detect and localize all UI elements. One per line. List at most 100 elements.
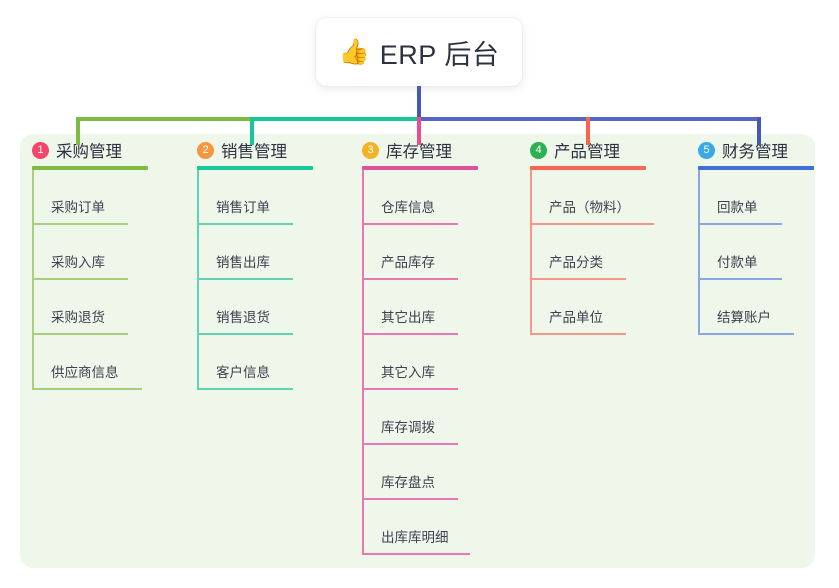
sub-item-rule bbox=[32, 223, 128, 225]
root-node[interactable]: 👍 ERP 后台 bbox=[316, 18, 522, 86]
sub-item[interactable]: 客户信息 bbox=[197, 335, 345, 390]
sub-item[interactable]: 产品库存 bbox=[362, 225, 515, 280]
column-badge-icon: 2 bbox=[197, 141, 214, 159]
column-spine bbox=[698, 170, 700, 335]
sub-item[interactable]: 出库库明细 bbox=[362, 500, 515, 555]
sub-item-label: 仓库信息 bbox=[381, 200, 435, 215]
column-title: 采购管理 bbox=[56, 143, 122, 161]
sub-item-rule bbox=[362, 223, 458, 225]
sub-item[interactable]: 产品单位 bbox=[530, 280, 683, 335]
sub-item-rule bbox=[362, 553, 470, 555]
sub-item[interactable]: 回款单 bbox=[698, 170, 831, 225]
sub-item-rule bbox=[362, 498, 458, 500]
column-title: 销售管理 bbox=[221, 143, 287, 161]
column-spine bbox=[197, 170, 199, 390]
sub-item[interactable]: 产品分类 bbox=[530, 225, 683, 280]
sub-item[interactable]: 销售出库 bbox=[197, 225, 345, 280]
sub-item-label: 产品（物料） bbox=[549, 200, 630, 215]
sub-item-rule bbox=[698, 278, 782, 280]
root-label: ERP 后台 bbox=[379, 39, 500, 70]
column-spine bbox=[362, 170, 364, 555]
sub-item[interactable]: 产品（物料） bbox=[530, 170, 683, 225]
sub-item-label: 结算账户 bbox=[717, 310, 771, 325]
sub-item-label: 供应商信息 bbox=[51, 365, 119, 380]
column-header-5[interactable]: 5 财务管理 bbox=[686, 134, 831, 166]
sub-item[interactable]: 采购入库 bbox=[32, 225, 180, 280]
sub-item-rule bbox=[362, 333, 458, 335]
sub-item-label: 库存盘点 bbox=[381, 475, 435, 490]
thumbs-up-icon: 👍 bbox=[338, 37, 370, 66]
column-items: 采购订单采购入库采购退货供应商信息 bbox=[32, 170, 180, 390]
sub-item[interactable]: 其它入库 bbox=[362, 335, 515, 390]
column-header-4[interactable]: 4 产品管理 bbox=[518, 134, 683, 166]
sub-item-label: 库存调拨 bbox=[381, 420, 435, 435]
sub-item-label: 产品单位 bbox=[549, 310, 603, 325]
sub-item[interactable]: 仓库信息 bbox=[362, 170, 515, 225]
column-spine bbox=[530, 170, 532, 335]
sub-item-label: 产品分类 bbox=[549, 255, 603, 270]
column-2: 2 销售管理销售订单销售出库销售退货客户信息 bbox=[185, 134, 345, 390]
diagram-panel-background bbox=[20, 134, 815, 568]
sub-item-label: 销售订单 bbox=[216, 200, 270, 215]
sub-item-rule bbox=[698, 333, 794, 335]
sub-item-rule bbox=[362, 388, 458, 390]
sub-item[interactable]: 销售退货 bbox=[197, 280, 345, 335]
sub-item-rule bbox=[32, 278, 128, 280]
sub-item[interactable]: 其它出库 bbox=[362, 280, 515, 335]
sub-item-rule bbox=[362, 443, 458, 445]
sub-item-rule bbox=[530, 223, 654, 225]
column-items: 回款单付款单结算账户 bbox=[698, 170, 831, 335]
sub-item[interactable]: 销售订单 bbox=[197, 170, 345, 225]
column-title: 库存管理 bbox=[386, 143, 452, 161]
column-spine bbox=[32, 170, 34, 390]
sub-item[interactable]: 采购订单 bbox=[32, 170, 180, 225]
sub-item-label: 采购退货 bbox=[51, 310, 105, 325]
sub-item-label: 产品库存 bbox=[381, 255, 435, 270]
sub-item-label: 客户信息 bbox=[216, 365, 270, 380]
column-badge-icon: 3 bbox=[362, 141, 379, 159]
column-header-1[interactable]: 1 采购管理 bbox=[20, 134, 180, 166]
column-5: 5 财务管理回款单付款单结算账户 bbox=[686, 134, 831, 335]
sub-item-label: 其它入库 bbox=[381, 365, 435, 380]
column-header-2[interactable]: 2 销售管理 bbox=[185, 134, 345, 166]
column-rule bbox=[530, 166, 646, 170]
sub-item[interactable]: 付款单 bbox=[698, 225, 831, 280]
sub-item[interactable]: 结算账户 bbox=[698, 280, 831, 335]
sub-item[interactable]: 供应商信息 bbox=[32, 335, 180, 390]
column-title: 财务管理 bbox=[722, 143, 788, 161]
sub-item[interactable]: 库存调拨 bbox=[362, 390, 515, 445]
column-items: 销售订单销售出库销售退货客户信息 bbox=[197, 170, 345, 390]
column-3: 3 库存管理仓库信息产品库存其它出库其它入库库存调拨库存盘点出库库明细 bbox=[350, 134, 515, 555]
sub-item[interactable]: 采购退货 bbox=[32, 280, 180, 335]
sub-item-rule bbox=[197, 333, 293, 335]
column-title: 产品管理 bbox=[554, 143, 620, 161]
sub-item-rule bbox=[698, 223, 782, 225]
sub-item-rule bbox=[32, 333, 128, 335]
column-rule bbox=[698, 166, 814, 170]
sub-item-label: 其它出库 bbox=[381, 310, 435, 325]
column-badge-icon: 4 bbox=[530, 141, 547, 159]
sub-item-label: 采购订单 bbox=[51, 200, 105, 215]
sub-item[interactable]: 库存盘点 bbox=[362, 445, 515, 500]
sub-item-label: 出库库明细 bbox=[381, 530, 449, 545]
sub-item-label: 付款单 bbox=[717, 255, 758, 270]
sub-item-rule bbox=[197, 388, 293, 390]
column-4: 4 产品管理产品（物料） 产品分类产品单位 bbox=[518, 134, 683, 335]
column-rule bbox=[32, 166, 148, 170]
sub-item-rule bbox=[32, 388, 142, 390]
column-1: 1 采购管理采购订单采购入库采购退货供应商信息 bbox=[20, 134, 180, 390]
column-badge-icon: 1 bbox=[32, 141, 49, 159]
column-rule bbox=[197, 166, 313, 170]
sub-item-rule bbox=[197, 278, 293, 280]
sub-item-label: 采购入库 bbox=[51, 255, 105, 270]
sub-item-rule bbox=[197, 223, 293, 225]
sub-item-label: 销售出库 bbox=[216, 255, 270, 270]
column-badge-icon: 5 bbox=[698, 141, 715, 159]
column-items: 产品（物料） 产品分类产品单位 bbox=[530, 170, 683, 335]
sub-item-rule bbox=[530, 333, 626, 335]
column-items: 仓库信息产品库存其它出库其它入库库存调拨库存盘点出库库明细 bbox=[362, 170, 515, 555]
column-header-3[interactable]: 3 库存管理 bbox=[350, 134, 515, 166]
sub-item-rule bbox=[362, 278, 458, 280]
column-group: 1 采购管理采购订单采购入库采购退货供应商信息 2 销售管理销售订单销售出库销售退货客… bbox=[0, 134, 839, 568]
